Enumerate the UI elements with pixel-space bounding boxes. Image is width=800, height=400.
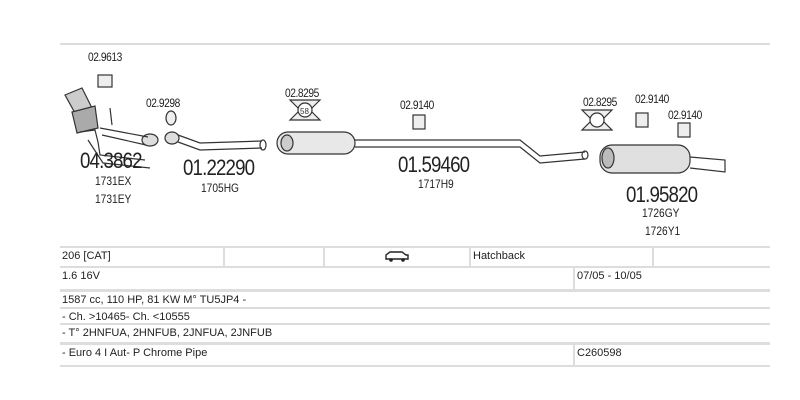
- empty-cell: [225, 248, 325, 266]
- accessory-code[interactable]: 02.8295: [285, 86, 319, 100]
- accessory-code[interactable]: 02.8295: [583, 95, 617, 109]
- hanger-icon: [412, 114, 426, 130]
- rear-silencer: [599, 144, 726, 174]
- top-divider: [60, 43, 770, 45]
- part-code[interactable]: 01.22290: [183, 155, 255, 180]
- middle-silencer: [276, 131, 589, 164]
- engine-cell: 1.6 16V: [60, 268, 575, 289]
- accessory-code[interactable]: 02.9613: [88, 50, 122, 64]
- table-row: 1.6 16V 07/05 - 10/05: [60, 266, 770, 289]
- accessory-code[interactable]: 02.9298: [146, 96, 180, 110]
- accessory-code[interactable]: 02.9140: [400, 98, 434, 112]
- part-ref: 1731EY: [95, 192, 132, 206]
- table-row: 206 [CAT] Hatchback: [60, 246, 770, 266]
- notes-cell: - Euro 4 I Aut- P Chrome Pipe: [60, 345, 575, 365]
- table-row: - Euro 4 I Aut- P Chrome Pipe C260598: [60, 342, 770, 367]
- part-code[interactable]: 04.3862: [80, 148, 142, 173]
- accessory-code[interactable]: 02.9140: [668, 108, 702, 122]
- car-icon: [325, 248, 469, 266]
- clamp-icon: 58: [288, 99, 322, 121]
- chassis-cell: - Ch. >10465- Ch. <10555: [62, 311, 190, 323]
- dates-cell: 07/05 - 10/05: [577, 270, 642, 282]
- table-row: - T° 2HNFUA, 2HNFUB, 2JNFUA, 2JNFUB: [60, 323, 770, 342]
- table-row: 1587 cc, 110 HP, 81 KW M° TU5JP4 -: [60, 289, 770, 307]
- table-row: - Ch. >10465- Ch. <10555: [60, 307, 770, 323]
- part-code[interactable]: 01.59460: [398, 152, 470, 177]
- svg-text:58: 58: [300, 107, 309, 116]
- part-ref: 1726Y1: [645, 224, 681, 238]
- empty-cell: [654, 248, 770, 266]
- catalog-code-cell: C260598: [577, 347, 622, 359]
- model-cell: 206 [CAT]: [60, 248, 225, 266]
- catalytic-converter: [64, 87, 159, 169]
- types-cell: - T° 2HNFUA, 2HNFUB, 2JNFUA, 2JNFUB: [62, 327, 273, 339]
- hanger-icon: [677, 122, 691, 138]
- vehicle-info-table: 206 [CAT] Hatchback 1.6 16V 07/05 - 10/0…: [60, 246, 770, 367]
- part-ref: 1717H9: [418, 177, 454, 191]
- body-cell: Hatchback: [469, 248, 654, 266]
- front-pipe: [164, 131, 267, 151]
- gasket-icon: [97, 74, 113, 88]
- part-ref: 1731EX: [95, 174, 132, 188]
- hanger-icon: [635, 112, 649, 128]
- clamp-icon: [580, 109, 614, 131]
- exhaust-diagram: 58: [64, 74, 726, 174]
- ring-icon: [165, 110, 177, 126]
- accessory-code[interactable]: 02.9140: [635, 92, 669, 106]
- spec-cell: 1587 cc, 110 HP, 81 KW M° TU5JP4 -: [62, 294, 247, 306]
- part-ref: 1705HG: [201, 181, 239, 195]
- part-code[interactable]: 01.95820: [626, 182, 698, 207]
- part-ref: 1726GY: [642, 206, 680, 220]
